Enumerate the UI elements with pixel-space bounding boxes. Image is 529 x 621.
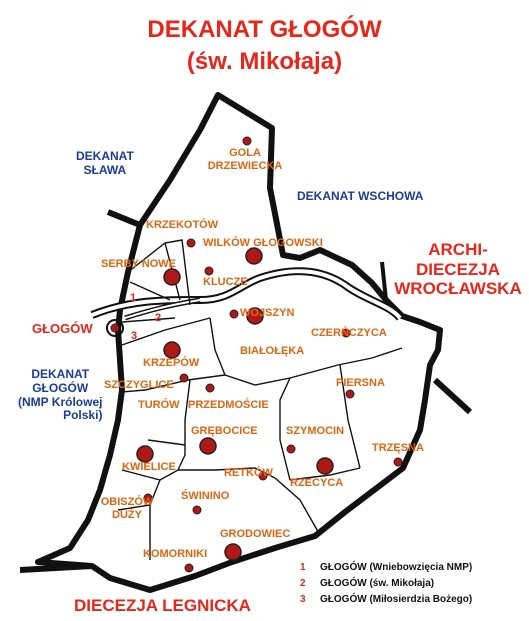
church-large-markers [110,247,334,561]
border-spur-wroclaw [380,261,388,301]
church-small-icon [184,563,194,573]
parish-grebocice: GRĘBOCICE [191,425,258,437]
neighbor-dekanat-wschowa: DEKANAT WSCHOWA [297,189,424,203]
church-small-icon [192,505,202,515]
church-small-icon [204,266,214,276]
church-small-icon [143,493,153,503]
church-large-icon [110,323,120,333]
church-large-icon [246,307,264,325]
parish-krzekotow: KRZEKOTÓW [146,219,219,231]
legend-text-1: GŁOGÓW (Wniebowzięcia NMP) [320,562,473,573]
church-large-icon [224,543,242,561]
church-large-icon [163,268,181,286]
map-subtitle: (św. Mikołaja) [186,48,343,75]
church-large-icon [163,341,181,359]
glogow-city-circle [106,319,124,337]
parish-piersna: PIERSNA [336,377,385,389]
legend-num-1: 1 [300,562,306,573]
church-large-icon [245,247,263,265]
church-small-icon [341,328,351,338]
border-spur-west [106,209,142,228]
legend-num-3: 3 [300,594,306,605]
church-small-icon [179,373,189,383]
parish-szczyglice: SZCZYGLICE [104,379,174,391]
church-small-icon [205,383,215,393]
city-glogow-label: GŁOGÓW [32,321,93,336]
neighbor-archidiecezja-wroclawska: ARCHI- DIECEZJA WROCŁAWSKA [394,240,522,299]
parish-bialoleka: BIAŁOŁĘKA [240,345,305,357]
parish-klucze: KLUCZE [203,276,248,288]
parish-boundaries [117,239,403,560]
river-odra [91,269,402,320]
parish-trzesna: TRZĘSNA [372,442,424,454]
parish-krzepow: KRZEPÓW [143,357,200,369]
legend-num-2: 2 [300,578,306,589]
neighbor-dekanat-glogow-nmp: DEKANAT GŁOGÓW (NMP Królowej Polski) [18,367,103,423]
parish-wilkow-glogowski: WILKÓW GŁOGOWSKI [203,237,323,249]
parish-swinino: ŚWININO [181,490,230,502]
map-title: DEKANAT GŁOGÓW [147,16,382,43]
border-spur-east [432,377,473,415]
church-small-markers [143,136,403,573]
parish-szymocin: SZYMOCIN [286,425,345,437]
neighbor-dekanat-slawa: DEKANAT SŁAWA [76,149,134,177]
city-parish-number-1: 1 [130,292,137,304]
parish-rzecyca: RZECYCA [290,477,344,489]
parish-retkow: RETKÓW [224,467,273,479]
parish-grodowiec: GRODOWIEC [220,528,291,540]
parish-przedmoscie: PRZEDMOŚCIE [188,399,269,411]
deanery-outer-border [35,92,443,593]
church-small-icon [393,457,403,467]
legend-text-3: GŁOGÓW (Miłosierdzia Bożego) [320,594,473,605]
church-small-icon [258,471,268,481]
river-branch [124,299,201,319]
parish-czernczyca: CZERŃCZYCA [311,327,387,339]
city-parish-number-2: 2 [155,312,162,324]
parish-gola-drzewiecka: GOLA DRZEWIECKA [207,147,283,172]
parish-komorniki: KOMORNIKI [143,548,208,560]
legend-text-2: GŁOGÓW (św. Mikołaja) [320,578,435,589]
church-small-icon [229,309,239,319]
neighbor-diecezja-legnicka: DIECEZJA LEGNICKA [74,596,251,615]
parish-turow: TURÓW [138,399,180,411]
church-small-icon [186,238,196,248]
church-small-icon [345,389,355,399]
border-spur-southwest [19,563,93,573]
church-large-icon [199,437,217,455]
parish-obiszow-duzy: OBISZÓW DUŻY [100,496,154,521]
parish-wojszyn: WOJSZYN [240,307,295,319]
church-small-icon [286,444,296,454]
church-large-icon [316,457,334,475]
city-parish-number-3: 3 [131,330,138,342]
parish-serby-nowe: SERBY NOWE [101,258,176,270]
church-small-icon [242,136,252,146]
church-large-icon [136,445,154,463]
parish-kwielice: KWIELICE [122,461,176,473]
